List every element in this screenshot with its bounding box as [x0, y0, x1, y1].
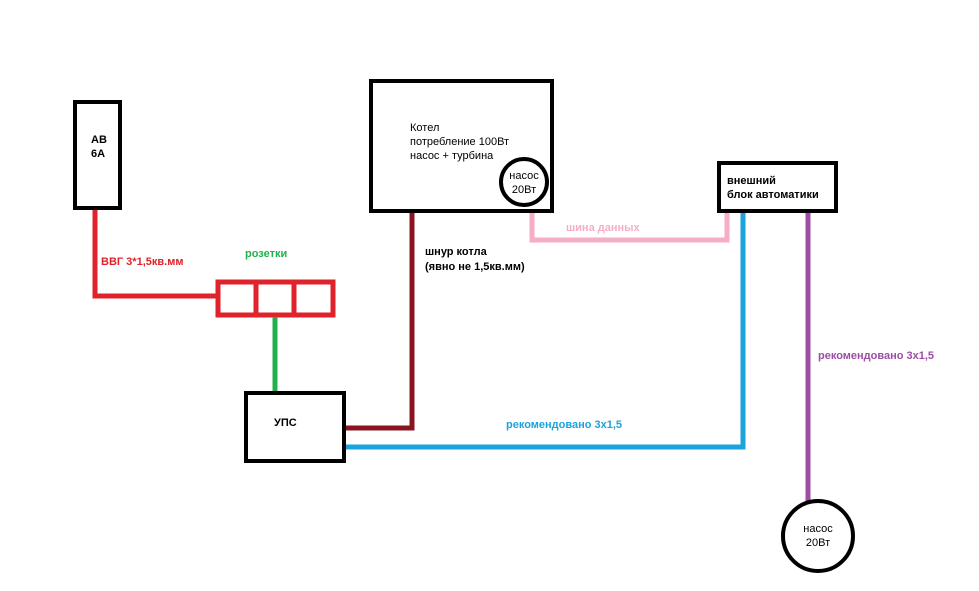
external-pump-label-2: 20Вт — [805, 537, 831, 549]
breaker-box — [73, 100, 122, 210]
external-pump-label-1: насос — [803, 523, 833, 535]
external-pump-circle — [781, 499, 855, 573]
ups-box — [244, 391, 346, 463]
boiler-cord-wire — [344, 212, 415, 431]
data-bus-wire — [529, 212, 730, 243]
ups-label: УПС — [274, 417, 297, 429]
ups-to-automation-wire — [344, 212, 746, 450]
automation-to-pump-label: рекомендовано 3х1,5 — [818, 350, 935, 362]
sockets-label: розетки — [245, 248, 288, 260]
boiler-pump-label-2: 20Вт — [511, 184, 537, 196]
breaker-label-2: 6А — [91, 148, 106, 160]
boiler-pump-label-1: насос — [509, 170, 539, 182]
boiler-cord-label-1: шнур котла — [425, 246, 487, 258]
breaker-label-1: АВ — [91, 134, 107, 146]
boiler-pump-circle — [499, 157, 549, 207]
automation-label-1: внешний — [727, 175, 776, 187]
automation-label-2: блок автоматики — [727, 189, 819, 201]
data-bus-label: шина данных — [566, 222, 640, 234]
boiler-title: Котел — [410, 122, 440, 134]
boiler-consumption: потребление 100Вт — [410, 136, 510, 148]
boiler-cord-label-2: (явно не 1,5кв.мм) — [425, 261, 525, 273]
breaker-to-sockets-wire — [92, 208, 218, 299]
boiler-components: насос + турбина — [410, 150, 494, 162]
socket-block — [215, 279, 336, 318]
ups-to-automation-label: рекомендовано 3х1,5 — [506, 419, 623, 431]
breaker-cable-label: ВВГ 3*1,5кв.мм — [101, 256, 184, 268]
automation-unit-box — [717, 161, 838, 213]
